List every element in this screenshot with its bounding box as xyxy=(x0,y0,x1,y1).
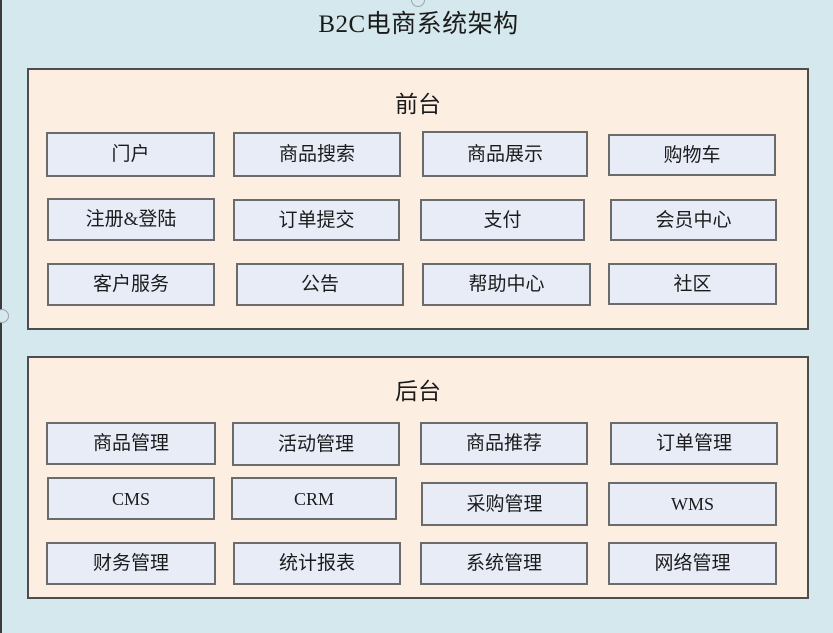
node-frontend-r2-c3[interactable]: 支付 xyxy=(420,199,585,241)
node-frontend-r3-c4[interactable]: 社区 xyxy=(608,263,777,305)
node-backend-r1-c4[interactable]: 订单管理 xyxy=(610,422,778,465)
node-frontend-r1-c3[interactable]: 商品展示 xyxy=(422,131,588,177)
node-backend-r1-c3[interactable]: 商品推荐 xyxy=(420,422,588,465)
node-frontend-r2-c2[interactable]: 订单提交 xyxy=(233,199,400,241)
node-backend-r2-c2[interactable]: CRM xyxy=(231,477,397,520)
node-frontend-r3-c2[interactable]: 公告 xyxy=(236,263,404,306)
node-backend-r3-c3[interactable]: 系统管理 xyxy=(420,542,588,585)
node-backend-r2-c3[interactable]: 采购管理 xyxy=(421,482,588,526)
node-frontend-r2-c4[interactable]: 会员中心 xyxy=(610,199,777,241)
node-frontend-r1-c4[interactable]: 购物车 xyxy=(608,134,776,176)
node-frontend-r1-c2[interactable]: 商品搜索 xyxy=(233,132,401,177)
node-backend-r2-c1[interactable]: CMS xyxy=(47,477,215,520)
diagram-title: B2C电商系统架构 xyxy=(318,11,519,38)
node-frontend-r3-c1[interactable]: 客户服务 xyxy=(47,263,215,306)
panel-frontend-title: 前台 xyxy=(395,92,441,117)
node-backend-r3-c1[interactable]: 财务管理 xyxy=(46,542,216,585)
node-backend-r2-c4[interactable]: WMS xyxy=(608,482,777,526)
panel-backend-title: 后台 xyxy=(395,379,441,404)
node-backend-r1-c1[interactable]: 商品管理 xyxy=(46,422,216,465)
node-frontend-r3-c3[interactable]: 帮助中心 xyxy=(422,263,591,306)
node-backend-r1-c2[interactable]: 活动管理 xyxy=(232,422,400,466)
node-frontend-r1-c1[interactable]: 门户 xyxy=(46,132,215,177)
node-backend-r3-c4[interactable]: 网络管理 xyxy=(608,542,777,585)
resize-handle-left[interactable] xyxy=(0,309,9,323)
node-frontend-r2-c1[interactable]: 注册&登陆 xyxy=(47,198,215,241)
node-backend-r3-c2[interactable]: 统计报表 xyxy=(233,542,401,585)
